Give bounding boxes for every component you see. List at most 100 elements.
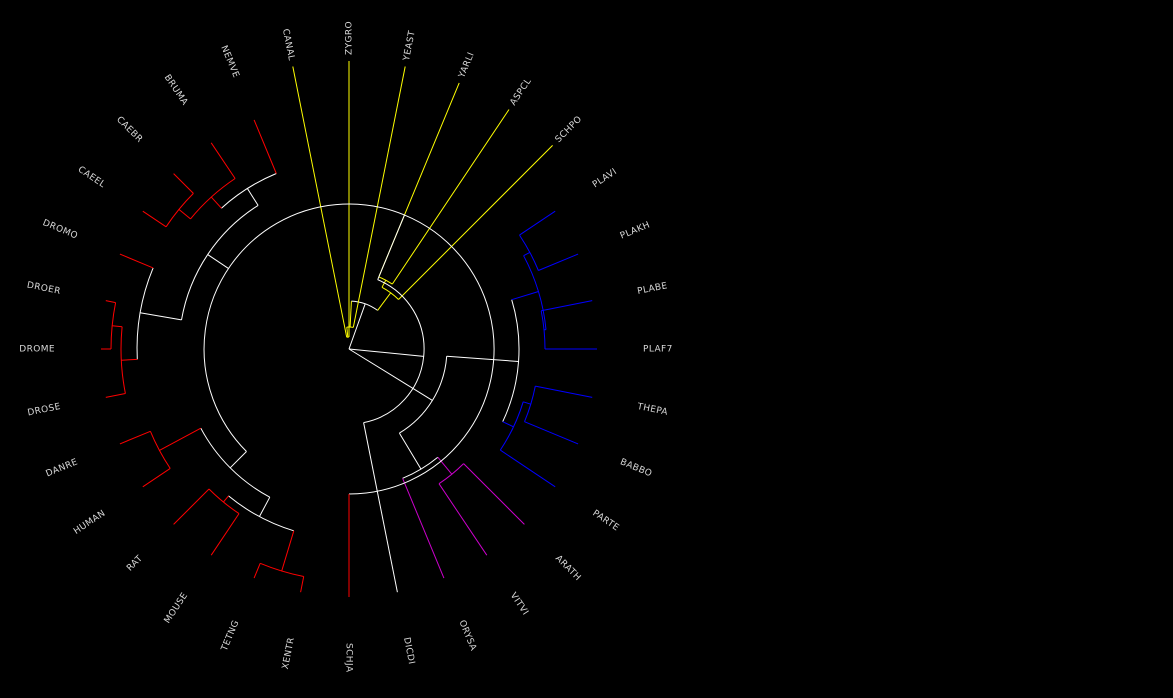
- tree-arc: [402, 456, 439, 479]
- leaf-label-dromo: DROMO: [41, 218, 79, 241]
- tree-branch: [210, 196, 222, 209]
- branch-nemve: [253, 119, 277, 174]
- leaf-label-arath: ARATH: [553, 554, 583, 584]
- leaf-label-drose: DROSE: [27, 402, 62, 418]
- tree-branch: [207, 254, 229, 269]
- leaf-label-bruma: BRUMA: [162, 73, 190, 108]
- leaf-label-tetng: TETNG: [220, 619, 242, 654]
- tree-branch: [159, 427, 202, 451]
- branch-xentr: [300, 576, 305, 593]
- tree-branch: [348, 303, 366, 350]
- tree-branch: [223, 495, 229, 503]
- leaf-label-xentr: XENTR: [281, 637, 297, 671]
- branch-canal: [292, 66, 348, 338]
- branch-tetng: [253, 563, 261, 579]
- leaf-label-drome: DROME: [19, 345, 55, 355]
- branch-human: [142, 467, 171, 488]
- tree-branch: [523, 251, 531, 257]
- branch-parte: [500, 449, 556, 488]
- tree-branch: [377, 292, 392, 311]
- leaf-label-thepa: THEPA: [635, 402, 669, 418]
- tree-branch: [502, 421, 514, 428]
- tree-arc: [399, 356, 448, 434]
- branch-caeel: [142, 210, 167, 228]
- branch-yeast: [352, 66, 406, 328]
- branch-danre: [119, 430, 151, 445]
- tree-branch: [112, 325, 123, 328]
- leaf-label-caebr: CAEBR: [114, 115, 144, 145]
- tree-arc: [519, 234, 539, 271]
- branch-dicdi: [363, 422, 398, 593]
- tree-branch: [398, 432, 422, 470]
- tree-arc: [540, 310, 546, 350]
- leaf-label-canal: CANAL: [280, 28, 296, 62]
- leaf-label-aspcl: ASPCL: [509, 77, 534, 108]
- leaf-label-plavi: PLAVI: [591, 167, 619, 190]
- tree-branch: [349, 301, 352, 328]
- tree-branch: [437, 456, 453, 475]
- branch-thepa: [535, 385, 593, 398]
- leaf-label-vitvi: VITVI: [508, 591, 530, 617]
- branch-rat: [173, 488, 210, 525]
- tree-arc: [190, 178, 236, 220]
- branch-schpo: [398, 145, 553, 300]
- tree-arc: [499, 401, 524, 451]
- branch-mouse: [210, 513, 240, 556]
- branch-bruma: [210, 142, 236, 179]
- branch-vitvi: [438, 483, 488, 556]
- tree-branch: [346, 327, 349, 338]
- tree-arc: [502, 299, 520, 422]
- tree-branch: [523, 401, 531, 405]
- leaf-label-rat: RAT: [125, 554, 145, 574]
- branch-arath: [463, 463, 525, 525]
- tree-branch: [511, 291, 539, 301]
- branch-aspcl: [391, 109, 510, 285]
- tree-arc: [110, 302, 117, 350]
- leaf-label-droer: DROER: [26, 280, 62, 297]
- branch-drose: [105, 393, 126, 398]
- tree-branch: [229, 451, 247, 469]
- tree-branch: [348, 348, 433, 401]
- leaf-label-dicdi: DICDI: [401, 637, 416, 666]
- tree-arc: [149, 431, 171, 469]
- tree-arc: [181, 204, 259, 320]
- tree-branch: [381, 279, 387, 288]
- leaf-label-human: HUMAN: [72, 509, 107, 537]
- tree-branch: [121, 358, 138, 361]
- leaf-label-danre: DANRE: [45, 457, 80, 479]
- leaf-label-plabe: PLABE: [637, 281, 669, 297]
- leaf-label-plakh: PLAKH: [619, 220, 652, 241]
- leaf-label-parte: PARTE: [590, 509, 620, 534]
- tree-arc: [120, 326, 126, 394]
- leaf-label-yarli: YARLI: [457, 51, 477, 81]
- branch-plakh: [538, 253, 579, 271]
- branch-plabe: [541, 300, 593, 312]
- tree-arc: [200, 427, 271, 498]
- leaf-label-plaf7: PLAF7: [643, 345, 673, 355]
- tree-branch: [140, 312, 182, 321]
- leaf-label-schja: SCHJA: [344, 643, 354, 673]
- tree-branch: [246, 188, 259, 206]
- tree-arc: [228, 495, 294, 532]
- tree-branch: [446, 355, 519, 362]
- branch-orysa: [402, 478, 445, 579]
- tree-branch: [348, 348, 424, 357]
- tree-branches: [101, 61, 597, 597]
- tree-arc: [136, 267, 154, 360]
- tree-branch: [377, 237, 396, 280]
- leaf-label-babbo: BABBO: [618, 457, 653, 479]
- branch-droer: [105, 300, 116, 304]
- tree-arc: [523, 255, 547, 330]
- leaf-label-nemve: NEMVE: [218, 44, 240, 79]
- branch-babbo: [524, 421, 579, 445]
- leaf-label-zygro: ZYGRO: [345, 21, 355, 55]
- branch-dromo: [119, 253, 154, 269]
- leaf-label-orysa: ORYSA: [456, 619, 478, 653]
- branch-plavi: [519, 210, 556, 236]
- leaf-label-yeast: YEAST: [402, 30, 418, 63]
- tree-arc: [363, 279, 425, 424]
- tree-branch: [178, 209, 191, 220]
- tree-branch: [258, 496, 271, 517]
